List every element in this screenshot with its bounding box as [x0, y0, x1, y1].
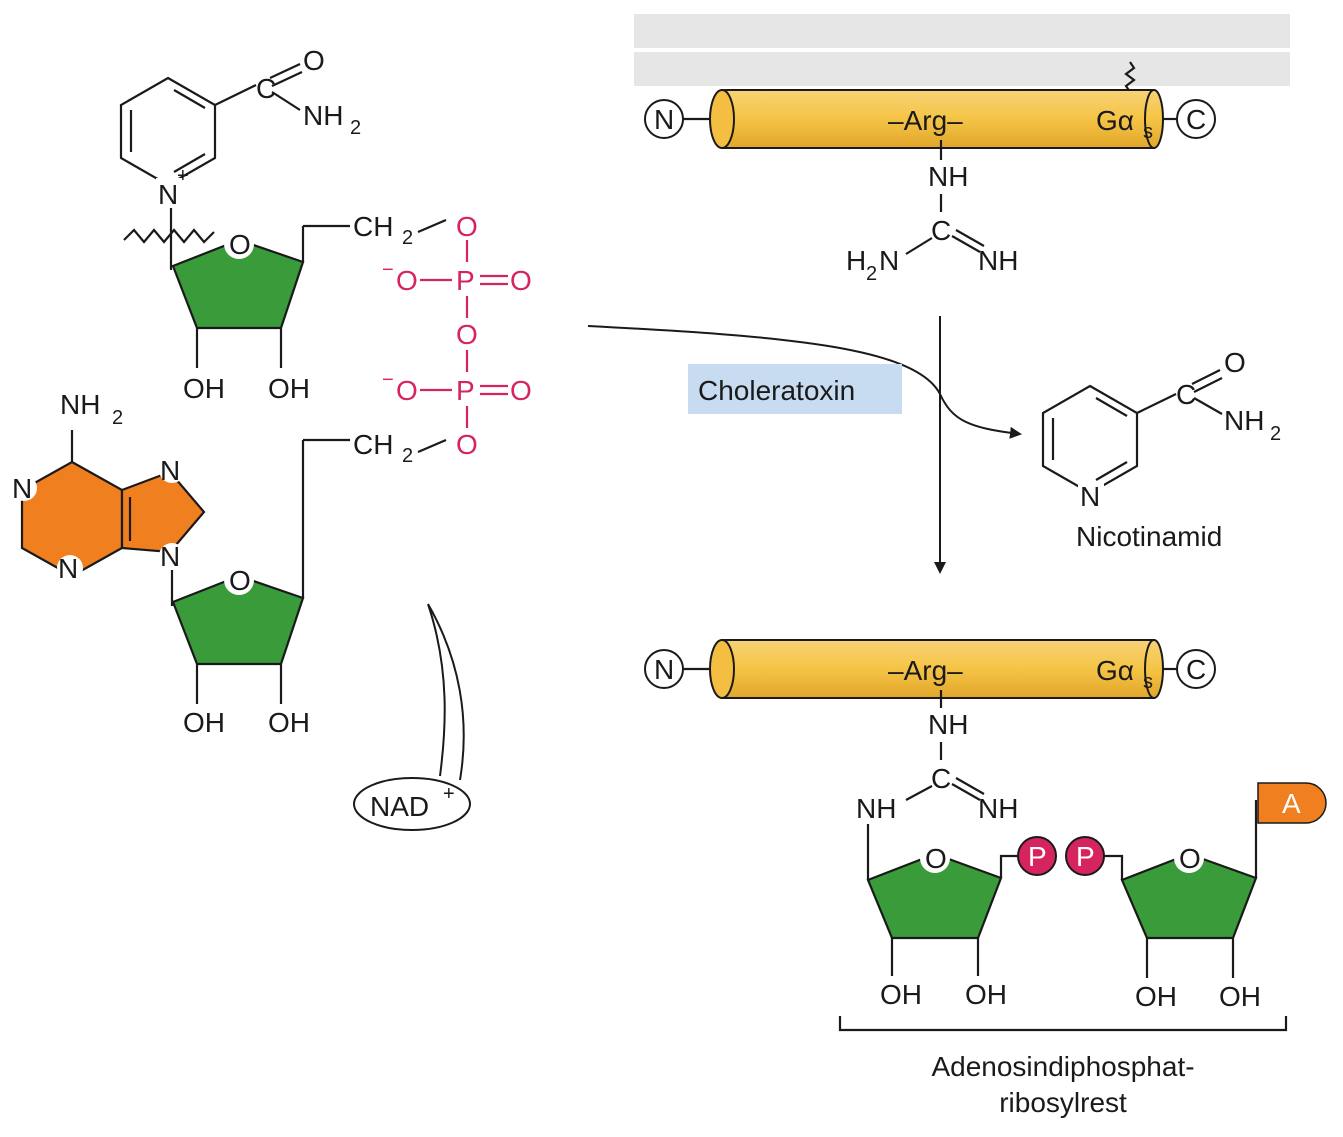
galpha-top: Gα	[1096, 105, 1134, 136]
galpha-bottom: Gα	[1096, 655, 1134, 686]
nicotinamide-label: Nicotinamid	[1076, 521, 1222, 552]
oh-upper-right: OH	[268, 373, 310, 404]
product-ribose-left-oxygen: O	[925, 843, 947, 874]
guanidino-nh: NH	[928, 161, 968, 192]
galpha-helix-bottom	[709, 639, 1164, 699]
adenine-n7: N	[160, 455, 180, 486]
n-terminus-top-label: N	[654, 104, 674, 135]
product-caption-line1: Adenosindiphosphat-	[931, 1051, 1194, 1082]
amide-nh2-subscript: 2	[350, 117, 361, 139]
nad-molecule: C O NH 2 N + O CH 2 OH OH O − O P	[11, 45, 532, 831]
oh-upper-left: OH	[183, 373, 225, 404]
product-ribose-right-oxygen: O	[1179, 843, 1201, 874]
ribose-upper	[171, 238, 305, 330]
c-terminus-top-label: C	[1186, 104, 1206, 135]
phosphorus-2: P	[456, 375, 475, 406]
galpha-bottom-subscript: s	[1143, 671, 1153, 693]
enzyme-box	[688, 364, 902, 414]
product-caption-line2: ribosylrest	[999, 1087, 1127, 1118]
nad-callout: NAD +	[353, 603, 471, 831]
ribose-upper-oxygen: O	[229, 229, 251, 260]
product-guanidino-nh: NH	[928, 709, 968, 740]
ribose-lower	[171, 574, 305, 666]
ch2-lower: CH	[353, 429, 393, 460]
product-phosphate-2-label: P	[1076, 841, 1095, 872]
pyridinium-charge: +	[177, 165, 189, 187]
phosphate-oxygen-4: O	[396, 375, 418, 406]
galpha-helix-top	[709, 89, 1164, 149]
adenine-n9: N	[160, 541, 180, 572]
phosphate-charge-1: −	[382, 259, 394, 281]
pyridinium-nitrogen: N	[158, 179, 178, 210]
nicotinamide-n: N	[1080, 481, 1100, 512]
guanidino-h2n-n: N	[879, 245, 899, 276]
arginine-bottom: –Arg–	[888, 655, 963, 686]
product-phosphate-1	[1017, 836, 1057, 876]
diphosphate: O − O P O O − O P O O	[382, 211, 532, 460]
guanidino-nh-right: NH	[978, 245, 1018, 276]
phosphate-oxygen-5: O	[510, 375, 532, 406]
membrane	[634, 14, 1290, 86]
enzyme-label: Choleratoxin	[698, 375, 855, 406]
reaction-curve-arrow	[587, 325, 1022, 439]
carbonyl-carbon: C	[256, 73, 276, 104]
product-oh-3: OH	[1135, 981, 1177, 1012]
nicotinamide-nh2: NH	[1224, 405, 1264, 436]
carbonyl-oxygen: O	[303, 45, 325, 76]
guanidino-h2n: H	[846, 245, 866, 276]
product-nh-left: NH	[856, 793, 896, 824]
nicotinamide-nh2-subscript: 2	[1270, 423, 1281, 445]
phosphate-oxygen-3: O	[510, 265, 532, 296]
nicotinamide-o: O	[1224, 347, 1246, 378]
product-ribose-left	[866, 852, 1003, 940]
phosphate-oxygen-2: O	[396, 265, 418, 296]
oh-lower-left: OH	[183, 707, 225, 738]
product-bracket	[838, 1016, 1288, 1032]
galpha-top-subscript: s	[1143, 121, 1153, 143]
phosphate-oxygen-6: O	[456, 429, 478, 460]
guanidino-c: C	[931, 215, 951, 246]
product-phosphate-1-label: P	[1028, 841, 1047, 872]
product-guanidino-c: C	[931, 763, 951, 794]
product-nh-right: NH	[978, 793, 1018, 824]
oh-lower-right: OH	[268, 707, 310, 738]
guanidino-h2n-subscript: 2	[866, 263, 877, 285]
ch2-upper: CH	[353, 211, 393, 242]
product-oh-4: OH	[1219, 981, 1261, 1012]
n-terminus-bottom-label: N	[654, 654, 674, 685]
product-adenine-label: A	[1282, 788, 1301, 819]
phosphate-oxygen-bridge: O	[456, 319, 478, 350]
amide-nh2: NH	[303, 100, 343, 131]
phosphate-oxygen-1: O	[456, 211, 478, 242]
ribose-lower-oxygen: O	[229, 565, 251, 596]
ch2-lower-subscript: 2	[402, 445, 413, 467]
c-terminus-bottom-label: C	[1186, 654, 1206, 685]
nad-label-charge: +	[443, 783, 455, 805]
cleavage-mark	[123, 228, 215, 244]
product-adenine-tag	[1257, 782, 1327, 824]
product-oh-2: OH	[965, 979, 1007, 1010]
phosphorus-1: P	[456, 265, 475, 296]
ch2-upper-subscript: 2	[402, 227, 413, 249]
arginine-top: –Arg–	[888, 105, 963, 136]
adenine-n1: N	[12, 473, 32, 504]
phosphate-charge-2: −	[382, 369, 394, 391]
nad-label: NAD	[370, 791, 429, 822]
adenine-nh2-subscript: 2	[112, 407, 123, 429]
lipid-anchor	[1124, 61, 1136, 93]
adenine-n3: N	[58, 553, 78, 584]
nicotinamide-c: C	[1176, 379, 1196, 410]
adenine-nh2: NH	[60, 389, 100, 420]
product-ribose-right	[1120, 852, 1258, 940]
product-oh-1: OH	[880, 979, 922, 1010]
